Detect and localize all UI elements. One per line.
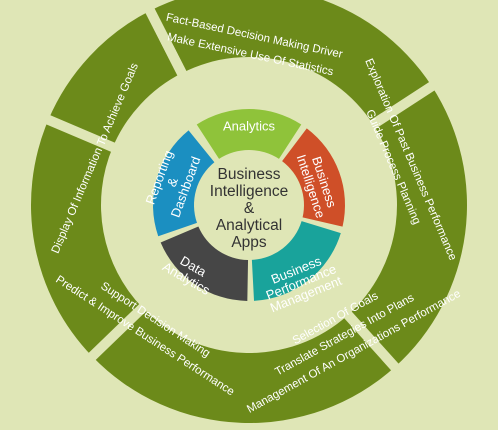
outer-ring (31, 0, 467, 423)
center-label-line: & (244, 200, 255, 217)
outer-segment-1 (150, 0, 432, 125)
center-label-line: Apps (231, 234, 267, 251)
inner-label-1: Analytics (223, 118, 276, 133)
outer-divider-4 (85, 302, 148, 363)
center-label-line: Analytical (216, 217, 282, 234)
outer-divider-3 (342, 310, 402, 374)
outer-segment-4 (31, 119, 143, 357)
center-label-line: Business (218, 166, 281, 183)
outer-segment-3 (92, 307, 395, 423)
outer-segment-5 (48, 10, 182, 148)
outer-divider-5 (42, 113, 117, 153)
inner-segment-2 (282, 128, 346, 227)
center-circle (195, 151, 303, 259)
outer-divider-2 (368, 79, 438, 130)
outer-divider-6 (143, 4, 188, 78)
inner-segment-3 (251, 221, 341, 301)
inner-ring (153, 108, 346, 301)
inner-segment-4 (160, 226, 249, 301)
outer-segment-2 (348, 86, 467, 368)
inner-label-1-line: Analytics (223, 118, 276, 133)
center-label-line: Intelligence (210, 183, 288, 200)
inner-segment-5 (153, 130, 215, 237)
inner-segment-1 (196, 108, 302, 159)
